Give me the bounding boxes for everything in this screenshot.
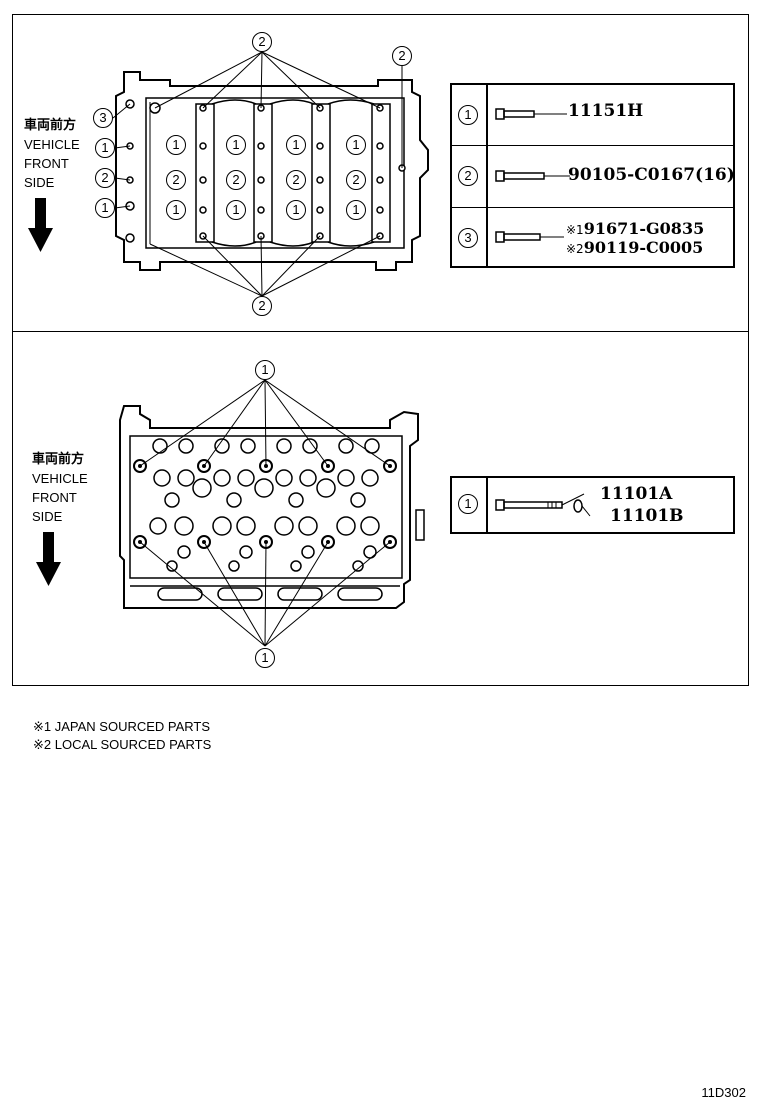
valve-holes: [149, 438, 380, 572]
bottom-leader-lines: [139, 379, 391, 647]
callout-2-bottom: 2: [252, 296, 272, 316]
vehicle-front-line1: VEHICLE: [32, 471, 88, 486]
callout-2-right: 2: [392, 46, 412, 66]
vehicle-front-line2: FRONT: [32, 490, 77, 505]
part-number-90119-c0005[interactable]: ※290119-C0005: [566, 238, 704, 257]
parts-row-2-ref: 2: [458, 166, 478, 186]
part-number-11101a[interactable]: 11101A: [600, 484, 673, 504]
callout-2-top: 2: [252, 32, 272, 52]
callout-1-r3c1: 1: [166, 200, 186, 220]
parts-row-3-ref: 3: [458, 228, 478, 248]
vehicle-front-line3: SIDE: [32, 509, 63, 524]
vehicle-front-label-bottom: 車両前方 VEHICLE FRONT SIDE: [32, 450, 88, 526]
parts-row-bottom-1: 1 11101A 11101B: [452, 478, 733, 532]
parts-row-1-ref: 1: [458, 105, 478, 125]
front-arrow-icon: [28, 198, 53, 252]
vehicle-front-line3: SIDE: [24, 175, 55, 190]
top-leader-lines: [112, 51, 403, 297]
callout-1-r1c2: 1: [226, 135, 246, 155]
top-bolt-holes: [125, 99, 406, 243]
source-notes: ※1 JAPAN SOURCED PARTS ※2 LOCAL SOURCED …: [33, 718, 211, 754]
callout-2-r2c2: 2: [226, 170, 246, 190]
part-number-91671-g0835[interactable]: ※191671-G0835: [566, 219, 705, 238]
vehicle-front-line1: VEHICLE: [24, 137, 80, 152]
cam-bridges: [195, 99, 391, 247]
front-arrow-icon: [36, 532, 61, 586]
callout-1-left-a: 1: [95, 138, 115, 158]
callout-2-r2c4: 2: [346, 170, 366, 190]
bottom-parts-table: 1 11101A 11101B: [450, 476, 735, 534]
vehicle-front-line2: FRONT: [24, 156, 69, 171]
vehicle-front-label-top: 車両前方 VEHICLE FRONT SIDE: [24, 116, 80, 192]
note-japan-sourced: ※1 JAPAN SOURCED PARTS: [33, 719, 211, 734]
vehicle-front-japanese: 車両前方: [24, 118, 77, 133]
callout-1-r1c4: 1: [346, 135, 366, 155]
callout-1-r3c3: 1: [286, 200, 306, 220]
callout-1-bottom-top: 1: [255, 360, 275, 380]
parts-row-bottom-1-ref: 1: [458, 494, 478, 514]
callout-1-left-b: 1: [95, 198, 115, 218]
exhaust-ports: [157, 587, 383, 601]
cylinder-head-bottom-outline: [119, 405, 425, 609]
callout-1-r3c4: 1: [346, 200, 366, 220]
callout-2-r2c1: 2: [166, 170, 186, 190]
callout-1-bottom-bottom: 1: [255, 648, 275, 668]
parts-row-2: 2 90105-C0167(16): [452, 145, 735, 208]
callout-3-left: 3: [93, 108, 113, 128]
top-parts-table: 1 11151H 2 90105-C0167(16) 3 ※191671-G0: [450, 83, 735, 268]
bottom-view-panel: [12, 331, 749, 686]
callout-2-left: 2: [95, 168, 115, 188]
callout-1-r1c3: 1: [286, 135, 306, 155]
parts-row-1: 1 11151H: [452, 85, 733, 145]
cylinder-head-top-outline: [115, 71, 429, 271]
callout-2-r2c3: 2: [286, 170, 306, 190]
head-bolt-washer-icon: [495, 493, 591, 517]
bolt-icon: [495, 170, 570, 182]
page-code: 11D302: [701, 1085, 746, 1100]
note-local-sourced: ※2 LOCAL SOURCED PARTS: [33, 737, 212, 752]
parts-row-3: 3 ※191671-G0835 ※290119-C0005: [452, 207, 733, 267]
part-number-90105-c0167[interactable]: 90105-C0167(16): [568, 165, 735, 185]
part-number-11101b[interactable]: 11101B: [610, 506, 684, 526]
bolt-icon: [495, 108, 567, 120]
callout-1-r1c1: 1: [166, 135, 186, 155]
vehicle-front-japanese: 車両前方: [32, 452, 85, 467]
part-number-11151h[interactable]: 11151H: [568, 101, 644, 121]
head-bolt-holes: [133, 459, 397, 549]
callout-1-r3c2: 1: [226, 200, 246, 220]
bolt-icon: [495, 231, 564, 243]
